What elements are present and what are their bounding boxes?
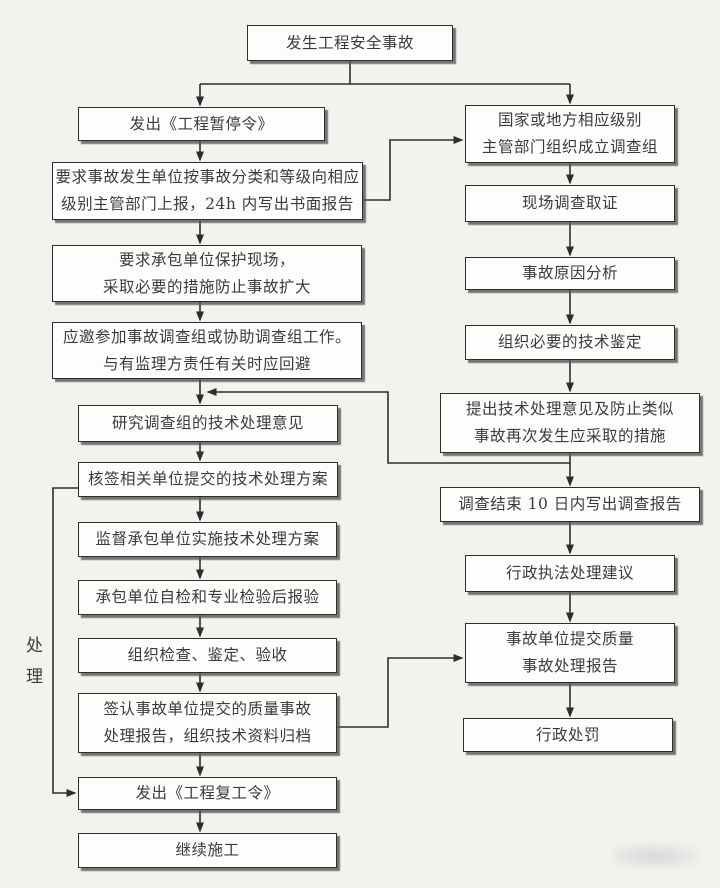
connector-countersign-to-resume-left — [52, 487, 78, 797]
flow-node-line: 发生工程安全事故 — [285, 33, 414, 52]
flow-node-line: 采取必要的措施防止事故扩大 — [102, 277, 311, 296]
flow-node-line: 签认事故单位提交的质量事故 — [103, 700, 312, 719]
flow-node-line: 处理报告，组织技术资料归档 — [103, 727, 312, 745]
flow-node-line: 应邀参加事故调查组或协助调查组工作。 — [62, 327, 351, 346]
flow-node-line: 监督承包单位实施技术处理方案 — [95, 530, 320, 549]
flow-node-line: 事故再次发生应采取的措施 — [473, 427, 666, 445]
flow-node-contractor-self-inspection: 承包单位自检和专业检验后报验 — [78, 580, 337, 615]
flow-node-protect-site: 要求承包单位保护现场， 采取必要的措施防止事故扩大 — [52, 245, 362, 302]
flow-node-investigation-report-10days: 调查结束 10 日内写出调查报告 — [440, 487, 700, 522]
flow-node-site-evidence: 现场调查取证 — [465, 185, 675, 222]
flow-node-line: 主管部门组织成立调查组 — [481, 138, 658, 156]
flow-node-technical-appraisal: 组织必要的技术鉴定 — [465, 325, 675, 360]
flow-node-line: 核签相关单位提交的技术处理方案 — [87, 470, 328, 489]
flow-node-line: 发出《工程复工令》 — [135, 784, 280, 803]
flow-node-line: 级别主管部门上报，24h 内写出书面报告 — [61, 195, 354, 213]
flow-node-line: 行政执法处理建议 — [505, 564, 634, 583]
flow-node-line: 事故处理报告 — [521, 657, 618, 675]
flow-node-study-technical-opinions: 研究调查组的技术处理意见 — [78, 405, 338, 442]
connector-measures-feedback-to-study — [206, 388, 570, 464]
flow-node-issue-resumption-order: 发出《工程复工令》 — [78, 777, 337, 810]
flow-node-line: 研究调查组的技术处理意见 — [111, 414, 304, 433]
flow-node-administrative-penalty: 行政处罚 — [463, 718, 673, 752]
flow-node-join-investigation: 应邀参加事故调查组或协助调查组工作。与有监理方责任有关时应回避 — [52, 322, 362, 379]
flow-node-line: 发出《工程暂停令》 — [129, 114, 274, 133]
flow-node-start: 发生工程安全事故 — [247, 25, 453, 61]
watermark-smudge — [612, 842, 704, 868]
flow-node-form-investigation-team: 国家或地方相应级别主管部门组织成立调查组 — [465, 105, 675, 163]
flow-node-propose-measures: 提出技术处理意见及防止类似事故再次发生应采取的措施 — [440, 393, 700, 453]
flow-node-cause-analysis: 事故原因分析 — [465, 257, 675, 290]
connector-signoff-to-submit-cross — [337, 654, 464, 728]
flow-node-line: 提出技术处理意见及防止类似 — [465, 400, 674, 419]
flow-node-countersign-treatment-plan: 核签相关单位提交的技术处理方案 — [78, 462, 338, 497]
flow-node-line: 行政处罚 — [535, 725, 600, 744]
flow-node-line: 继续施工 — [175, 841, 240, 860]
side-label-processing: 处理 — [22, 636, 42, 698]
connector-report-to-team-cross — [363, 136, 464, 201]
flow-node-line: 国家或地方相应级别 — [497, 111, 642, 130]
flow-node-submit-quality-report: 事故单位提交质量事故处理报告 — [465, 623, 675, 683]
flow-node-line: 要求承包单位保护现场， — [118, 250, 295, 269]
flow-node-line: 事故单位提交质量 — [505, 630, 634, 649]
flow-node-line: 承包单位自检和专业检验后报验 — [95, 588, 320, 607]
flow-node-continue-construction: 继续施工 — [78, 833, 337, 868]
flow-node-countersign-accident-report: 签认事故单位提交的质量事故处理报告，组织技术资料归档 — [78, 693, 337, 753]
flow-node-law-enforcement-suggestion: 行政执法处理建议 — [465, 555, 675, 592]
flow-node-organize-inspection: 组织检查、鉴定、验收 — [78, 638, 337, 673]
flow-node-line: 现场调查取证 — [521, 194, 618, 213]
flow-node-supervise-implementation: 监督承包单位实施技术处理方案 — [78, 522, 337, 557]
flow-node-issue-suspension-order: 发出《工程暂停令》 — [78, 107, 325, 141]
flow-node-report-24h: 要求事故发生单位按事故分类和等级向相应级别主管部门上报，24h 内写出书面报告 — [52, 162, 363, 220]
flow-node-line: 组织必要的技术鉴定 — [497, 333, 642, 352]
flow-node-line: 与有监理方责任有关时应回避 — [102, 354, 311, 373]
flow-node-line: 事故原因分析 — [521, 264, 618, 283]
flow-node-line: 调查结束 10 日内写出调查报告 — [458, 495, 682, 514]
flow-node-line: 组织检查、鉴定、验收 — [127, 646, 288, 665]
flow-node-line: 要求事故发生单位按事故分类和等级向相应 — [55, 168, 360, 187]
